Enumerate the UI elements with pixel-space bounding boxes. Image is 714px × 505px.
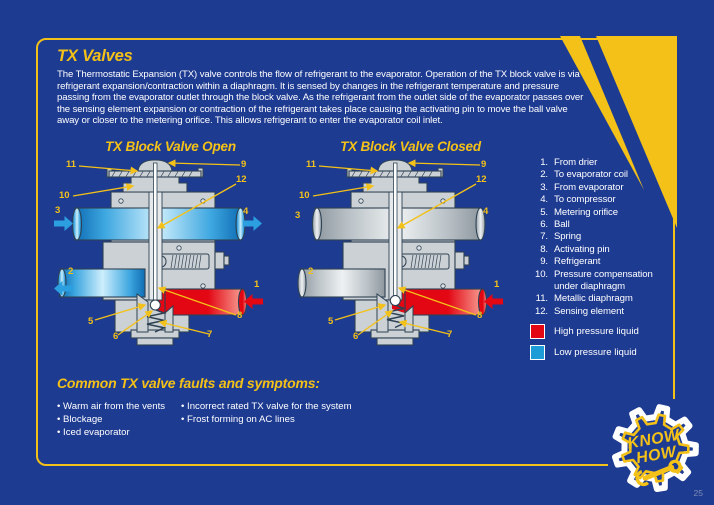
callout-12: 12 xyxy=(476,174,487,185)
activating-pin xyxy=(153,162,158,301)
faults-column-1: Warm air from the vents Blockage Iced ev… xyxy=(57,400,165,440)
callout-5: 5 xyxy=(88,316,94,327)
callout-5: 5 xyxy=(328,316,334,327)
diagram-title-closed: TX Block Valve Closed xyxy=(340,139,481,154)
fault-item: Incorrect rated TX valve for the system xyxy=(181,400,352,413)
outlet-pipe xyxy=(57,268,146,298)
callout-3: 3 xyxy=(55,205,61,216)
legend-item: 1.From drier xyxy=(540,157,598,168)
ball xyxy=(149,299,161,311)
valve-cross-section-open xyxy=(53,156,288,356)
parts-legend: 1.From drier 2.To evaporator coil 3.From… xyxy=(528,157,678,361)
callout-lines xyxy=(72,159,241,336)
callout-11: 11 xyxy=(66,159,77,170)
callout-1: 1 xyxy=(494,279,500,290)
high-pressure-swatch-row: High pressure liquid xyxy=(530,324,678,340)
callout-10: 10 xyxy=(299,190,310,201)
tx-valve-closed-diagram: 11 9 10 12 3 4 2 1 5 6 7 8 xyxy=(293,156,528,356)
legend-item: 11.Metallic diaphragm xyxy=(535,293,633,305)
callout-7: 7 xyxy=(207,329,213,340)
legend-item: 4.To compressor xyxy=(540,194,616,206)
outlet-pipe xyxy=(297,268,386,298)
diagram-title-open: TX Block Valve Open xyxy=(105,139,236,154)
callout-2: 2 xyxy=(308,266,314,277)
callout-11: 11 xyxy=(306,159,317,170)
faults-column-2: Incorrect rated TX valve for the system … xyxy=(181,400,352,426)
high-pressure-pipe xyxy=(392,288,488,316)
callout-lines xyxy=(312,159,481,336)
low-pressure-swatch-row: Low pressure liquid xyxy=(530,345,678,361)
legend-item: 8.Activating pin xyxy=(540,243,610,255)
corner-stripes-decoration xyxy=(560,36,677,228)
callout-9: 9 xyxy=(481,159,487,170)
callout-1: 1 xyxy=(254,279,260,290)
page-border-frame xyxy=(36,38,675,466)
ball xyxy=(389,294,401,307)
low-pressure-color-swatch xyxy=(530,345,545,361)
legend-item: 3.From evaporator xyxy=(540,181,624,193)
legend-item: 2.To evaporator coil xyxy=(540,169,628,181)
page-number: 25 xyxy=(693,488,703,498)
callout-2: 2 xyxy=(68,266,74,277)
high-pressure-color-swatch xyxy=(530,324,545,340)
callout-6: 6 xyxy=(113,331,119,342)
callout-7: 7 xyxy=(447,329,453,340)
intro-paragraph: The Thermostatic Expansion (TX) valve co… xyxy=(57,69,584,127)
page-title: TX Valves xyxy=(57,47,133,65)
faults-heading: Common TX valve faults and symptoms: xyxy=(57,375,320,391)
callout-9: 9 xyxy=(241,159,247,170)
legend-item: 6.Ball xyxy=(540,219,570,231)
callout-8: 8 xyxy=(477,310,483,321)
fault-item: Blockage xyxy=(57,413,165,426)
legend-item: 5.Metering orifice xyxy=(540,206,618,218)
fault-item: Frost forming on AC lines xyxy=(181,413,352,426)
gear-outline-icon xyxy=(621,413,690,483)
wrench-icon xyxy=(635,459,682,487)
fault-item: Iced evaporator xyxy=(57,426,165,439)
valve-cross-section-closed xyxy=(293,156,528,356)
callout-12: 12 xyxy=(236,174,247,185)
adjustment-screw xyxy=(395,253,450,270)
activating-pin xyxy=(393,162,398,296)
tx-valve-open-diagram: 11 9 10 12 3 4 2 1 5 6 7 8 xyxy=(53,156,288,356)
callout-10: 10 xyxy=(59,190,70,201)
callout-6: 6 xyxy=(353,331,359,342)
legend-item: 10.Pressure compensation under diaphragm xyxy=(534,268,653,293)
fault-item: Warm air from the vents xyxy=(57,400,165,413)
callout-8: 8 xyxy=(237,310,243,321)
legend-item: 12.Sensing element xyxy=(534,305,624,317)
legend-item: 9.Refrigerant xyxy=(540,256,601,268)
legend-item: 7.Spring xyxy=(540,231,582,243)
callout-3: 3 xyxy=(295,210,301,221)
know-how-gear-logo: KNOW HOW xyxy=(612,404,699,492)
callout-4: 4 xyxy=(483,206,489,217)
callout-4: 4 xyxy=(243,206,249,217)
adjustment-screw xyxy=(155,253,210,270)
